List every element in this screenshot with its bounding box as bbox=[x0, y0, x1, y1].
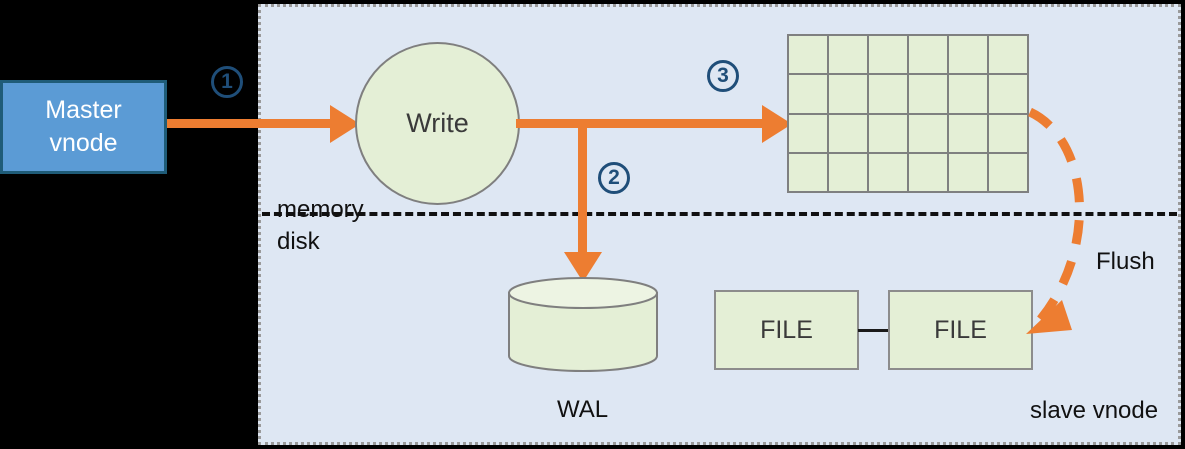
arrow-write-to-memtable-line bbox=[516, 119, 779, 128]
file-box-1-label: FILE bbox=[760, 315, 813, 344]
step-badge-1: 1 bbox=[211, 66, 243, 98]
disk-label: disk bbox=[277, 228, 320, 255]
memtable-cell bbox=[989, 114, 1027, 152]
memtable-cell bbox=[989, 36, 1027, 74]
memtable-cell bbox=[909, 75, 947, 113]
memtable-cell bbox=[869, 114, 907, 152]
memtable-cell bbox=[949, 153, 987, 191]
memtable-cell bbox=[949, 75, 987, 113]
memory-label: memory bbox=[277, 196, 364, 223]
memtable-cell bbox=[909, 36, 947, 74]
step-badge-3: 3 bbox=[707, 60, 739, 92]
memtable-cell bbox=[989, 153, 1027, 191]
master-vnode-label-line2: vnode bbox=[49, 129, 118, 157]
memtable-cell bbox=[829, 36, 867, 74]
memtable-cell bbox=[869, 153, 907, 191]
memtable-cell bbox=[949, 36, 987, 74]
memtable-cell bbox=[789, 153, 827, 191]
memtable-cell bbox=[869, 75, 907, 113]
memtable-cell bbox=[789, 75, 827, 113]
file-link-connector bbox=[858, 329, 889, 332]
memtable-cell bbox=[829, 153, 867, 191]
slave-vnode-label: slave vnode bbox=[1030, 397, 1159, 424]
master-vnode-box[interactable]: Master vnode bbox=[0, 80, 167, 174]
memtable-cell bbox=[909, 114, 947, 152]
memtable-cell bbox=[829, 75, 867, 113]
arrow-write-to-wal-line bbox=[578, 119, 587, 274]
wal-label: WAL bbox=[557, 396, 609, 423]
memtable-cell bbox=[989, 75, 1027, 113]
step-badge-1-label: 1 bbox=[221, 70, 233, 93]
wal-cylinder-shape bbox=[508, 277, 658, 372]
file-box-2[interactable]: FILE bbox=[888, 290, 1033, 370]
wal-cylinder[interactable] bbox=[508, 277, 658, 372]
flush-label: Flush bbox=[1096, 248, 1155, 275]
memtable-cell bbox=[789, 36, 827, 74]
memtable-cell bbox=[949, 114, 987, 152]
step-badge-3-label: 3 bbox=[717, 64, 729, 87]
file-box-2-label: FILE bbox=[934, 315, 987, 344]
memtable-grid[interactable] bbox=[787, 34, 1029, 193]
memory-disk-divider bbox=[262, 212, 1177, 216]
master-vnode-label-line1: Master bbox=[45, 96, 122, 124]
file-box-1[interactable]: FILE bbox=[714, 290, 859, 370]
write-node[interactable]: Write bbox=[355, 42, 520, 205]
arrow-master-to-write-line bbox=[167, 119, 352, 128]
memtable-cell bbox=[789, 114, 827, 152]
memtable-cell bbox=[829, 114, 867, 152]
write-node-label: Write bbox=[406, 108, 469, 138]
step-badge-2-label: 2 bbox=[608, 166, 620, 189]
step-badge-2: 2 bbox=[598, 162, 630, 194]
memtable-cell bbox=[869, 36, 907, 74]
memtable-cell bbox=[909, 153, 947, 191]
